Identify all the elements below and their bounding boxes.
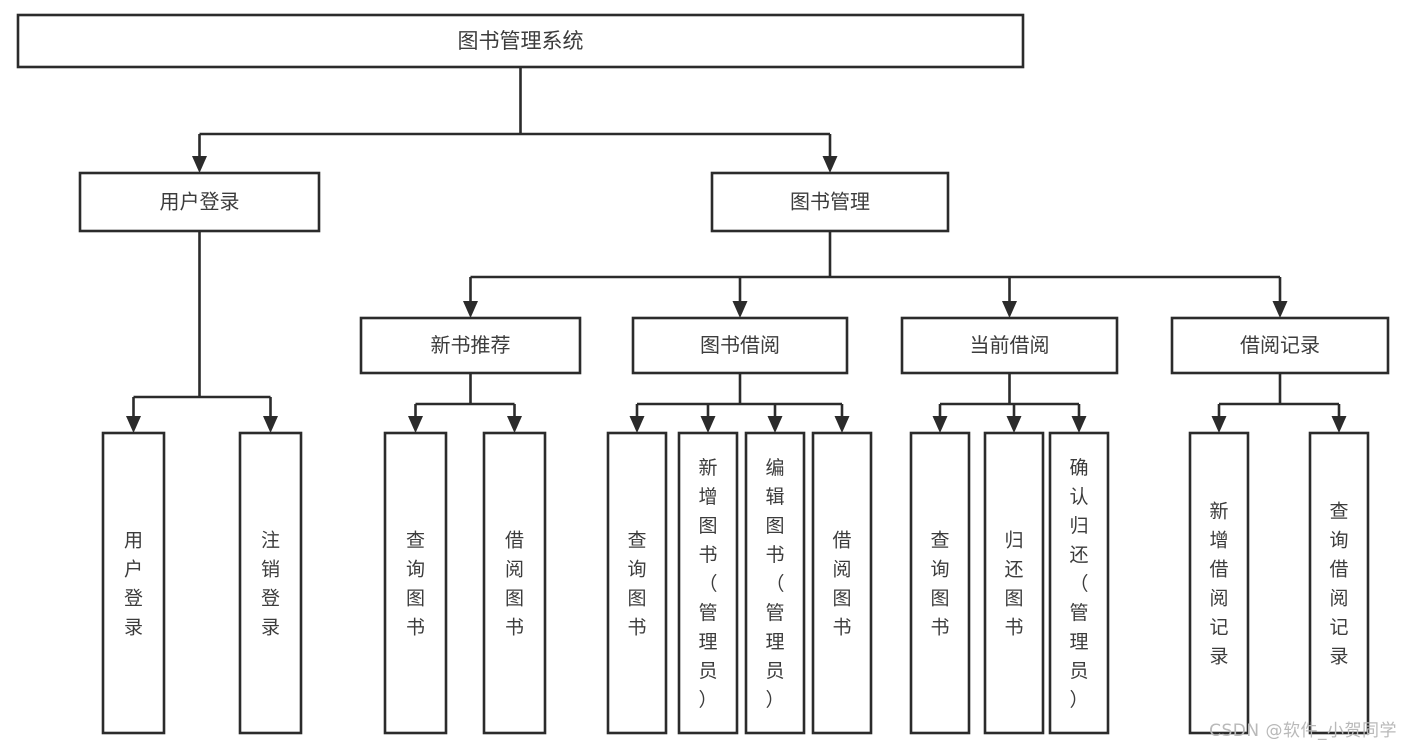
node-box-leaf-query-book-cur[interactable]: [909, 431, 971, 735]
connector-group-new-book-recommend: [408, 373, 522, 433]
node-box-root[interactable]: [16, 13, 1025, 69]
arrow-head-icon: [126, 416, 141, 433]
connector-group-current-borrow: [932, 373, 1087, 433]
node-label-leaf-query-book-cur: 查询图书: [930, 529, 949, 638]
connector-group-root: [192, 67, 838, 173]
node-book-borrow[interactable]: 图书借阅: [631, 316, 849, 375]
node-label-leaf-user-logout: 注销登录: [261, 529, 280, 638]
arrow-head-icon: [263, 416, 278, 433]
arrow-head-icon: [192, 156, 207, 173]
node-leaf-confirm-return[interactable]: 确认归还（管理员）: [1048, 431, 1110, 735]
node-box-leaf-query-book-rec[interactable]: [383, 431, 448, 735]
arrow-head-icon: [932, 416, 948, 433]
node-label-borrow-record: 借阅记录: [1240, 333, 1320, 357]
node-label-user-login: 用户登录: [160, 190, 240, 214]
arrow-head-icon: [1331, 416, 1347, 433]
node-label-leaf-add-record: 新增借阅记录: [1209, 500, 1228, 667]
node-leaf-add-record[interactable]: 新增借阅记录: [1188, 431, 1250, 735]
arrow-head-icon: [700, 416, 716, 433]
arrow-head-icon: [1002, 301, 1017, 318]
node-box-leaf-borrow-book[interactable]: [811, 431, 873, 735]
node-layer: 图书管理系统用户登录图书管理新书推荐图书借阅当前借阅借阅记录用户登录注销登录查询…: [16, 13, 1390, 735]
node-leaf-borrow-book-rec[interactable]: 借阅图书: [482, 431, 547, 735]
node-leaf-borrow-book[interactable]: 借阅图书: [811, 431, 873, 735]
node-box-leaf-confirm-return[interactable]: [1048, 431, 1110, 735]
node-label-leaf-user-login: 用户登录: [124, 529, 143, 638]
node-box-leaf-edit-book[interactable]: [744, 431, 806, 735]
node-label-book-borrow: 图书借阅: [700, 333, 780, 357]
node-leaf-query-book-cur[interactable]: 查询图书: [909, 431, 971, 735]
node-box-leaf-user-logout[interactable]: [238, 431, 303, 735]
arrow-head-icon: [1272, 301, 1288, 318]
node-current-borrow[interactable]: 当前借阅: [900, 316, 1119, 375]
arrow-head-icon: [1071, 416, 1087, 433]
node-leaf-query-book-rec[interactable]: 查询图书: [383, 431, 448, 735]
node-label-leaf-borrow-book-rec: 借阅图书: [505, 529, 524, 638]
node-box-leaf-query-book-borrow[interactable]: [606, 431, 668, 735]
connector-layer: [126, 67, 1347, 433]
node-label-leaf-edit-book: 编辑图书（管理员）: [765, 457, 784, 711]
connector-group-book-manage: [463, 231, 1288, 318]
node-new-book-recommend[interactable]: 新书推荐: [359, 316, 582, 375]
arrow-head-icon: [834, 416, 850, 433]
node-box-leaf-add-record[interactable]: [1188, 431, 1250, 735]
node-box-leaf-user-login[interactable]: [101, 431, 166, 735]
arrow-head-icon: [1211, 416, 1227, 433]
node-label-leaf-query-book-rec: 查询图书: [406, 529, 425, 638]
node-label-current-borrow: 当前借阅: [970, 333, 1050, 357]
node-leaf-add-book[interactable]: 新增图书（管理员）: [677, 431, 739, 735]
arrow-head-icon: [767, 416, 783, 433]
arrow-head-icon: [629, 416, 645, 433]
csdn-watermark: CSDN @软件_小贺同学: [1209, 721, 1397, 741]
arrow-head-icon: [408, 416, 423, 433]
node-box-leaf-query-record[interactable]: [1308, 431, 1370, 735]
node-box-book-manage[interactable]: [710, 171, 950, 233]
arrow-head-icon: [507, 416, 522, 433]
node-label-leaf-query-book-borrow: 查询图书: [627, 529, 646, 638]
node-label-leaf-query-record: 查询借阅记录: [1329, 500, 1348, 667]
node-label-leaf-borrow-book: 借阅图书: [832, 529, 851, 638]
arrow-head-icon: [732, 301, 748, 318]
node-leaf-edit-book[interactable]: 编辑图书（管理员）: [744, 431, 806, 735]
node-box-leaf-borrow-book-rec[interactable]: [482, 431, 547, 735]
node-label-root: 图书管理系统: [458, 29, 584, 53]
node-box-book-borrow[interactable]: [631, 316, 849, 375]
node-box-user-login[interactable]: [78, 171, 321, 233]
node-leaf-user-logout[interactable]: 注销登录: [238, 431, 303, 735]
node-box-leaf-add-book[interactable]: [677, 431, 739, 735]
node-label-book-manage: 图书管理: [790, 190, 870, 214]
node-box-borrow-record[interactable]: [1170, 316, 1390, 375]
node-label-leaf-add-book: 新增图书（管理员）: [698, 457, 717, 711]
node-borrow-record[interactable]: 借阅记录: [1170, 316, 1390, 375]
node-root[interactable]: 图书管理系统: [16, 13, 1025, 69]
node-box-new-book-recommend[interactable]: [359, 316, 582, 375]
node-label-leaf-return-book: 归还图书: [1004, 529, 1023, 638]
arrow-head-icon: [1006, 416, 1022, 433]
arrow-head-icon: [463, 301, 478, 318]
node-label-leaf-confirm-return: 确认归还（管理员）: [1069, 457, 1088, 711]
node-box-current-borrow[interactable]: [900, 316, 1119, 375]
node-book-manage[interactable]: 图书管理: [710, 171, 950, 233]
node-leaf-return-book[interactable]: 归还图书: [983, 431, 1045, 735]
connector-group-borrow-record: [1211, 373, 1347, 433]
node-user-login[interactable]: 用户登录: [78, 171, 321, 233]
node-leaf-query-book-borrow[interactable]: 查询图书: [606, 431, 668, 735]
node-leaf-user-login[interactable]: 用户登录: [101, 431, 166, 735]
node-box-leaf-return-book[interactable]: [983, 431, 1045, 735]
connector-group-book-borrow: [629, 373, 850, 433]
node-leaf-query-record[interactable]: 查询借阅记录: [1308, 431, 1370, 735]
node-label-new-book-recommend: 新书推荐: [431, 333, 511, 357]
connector-group-user-login: [126, 231, 278, 433]
arrow-head-icon: [822, 156, 838, 173]
